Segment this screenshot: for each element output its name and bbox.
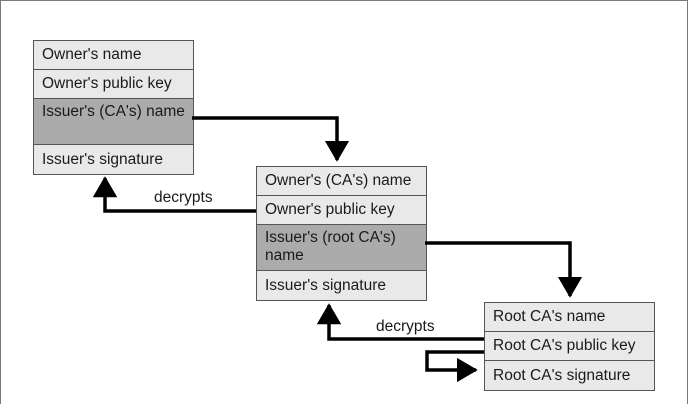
self-signature-arrow xyxy=(425,350,484,383)
frame-border-left xyxy=(0,0,1,404)
intermediate-ca-certificate: Owner's (CA's) name Owner's public key I… xyxy=(256,166,427,301)
decrypts-arrow-2 xyxy=(316,303,484,341)
end-entity-certificate: Owner's name Owner's public key Issuer's… xyxy=(33,40,194,175)
root-ca-public-key-field: Root CA's public key xyxy=(485,332,654,361)
issuer-to-owner-arrow-2 xyxy=(425,241,583,298)
owner-public-key-field: Owner's public key xyxy=(34,70,193,99)
owner-name-field: Owner's name xyxy=(34,41,193,70)
issuer-signature-field: Issuer's signature xyxy=(265,276,386,294)
owner-public-key-field: Owner's public key xyxy=(257,196,426,225)
issuer-name-field: Issuer's (CA's) name xyxy=(34,99,193,145)
decrypts-label-2: decrypts xyxy=(376,318,435,335)
root-ca-signature-field: Root CA's signature xyxy=(493,366,631,384)
issuer-signature-field: Issuer's signature xyxy=(42,150,163,168)
frame-border-top xyxy=(0,0,688,1)
root-ca-certificate: Root CA's name Root CA's public key Root… xyxy=(484,302,655,391)
owner-ca-name-field: Owner's (CA's) name xyxy=(257,167,426,196)
decrypts-label-1: decrypts xyxy=(154,189,213,206)
root-ca-name-field: Root CA's name xyxy=(485,303,654,332)
issuer-root-ca-name-field: Issuer's (root CA's) name xyxy=(257,225,426,271)
issuer-to-owner-arrow-1 xyxy=(192,116,350,162)
decrypts-arrow-1 xyxy=(92,176,256,213)
